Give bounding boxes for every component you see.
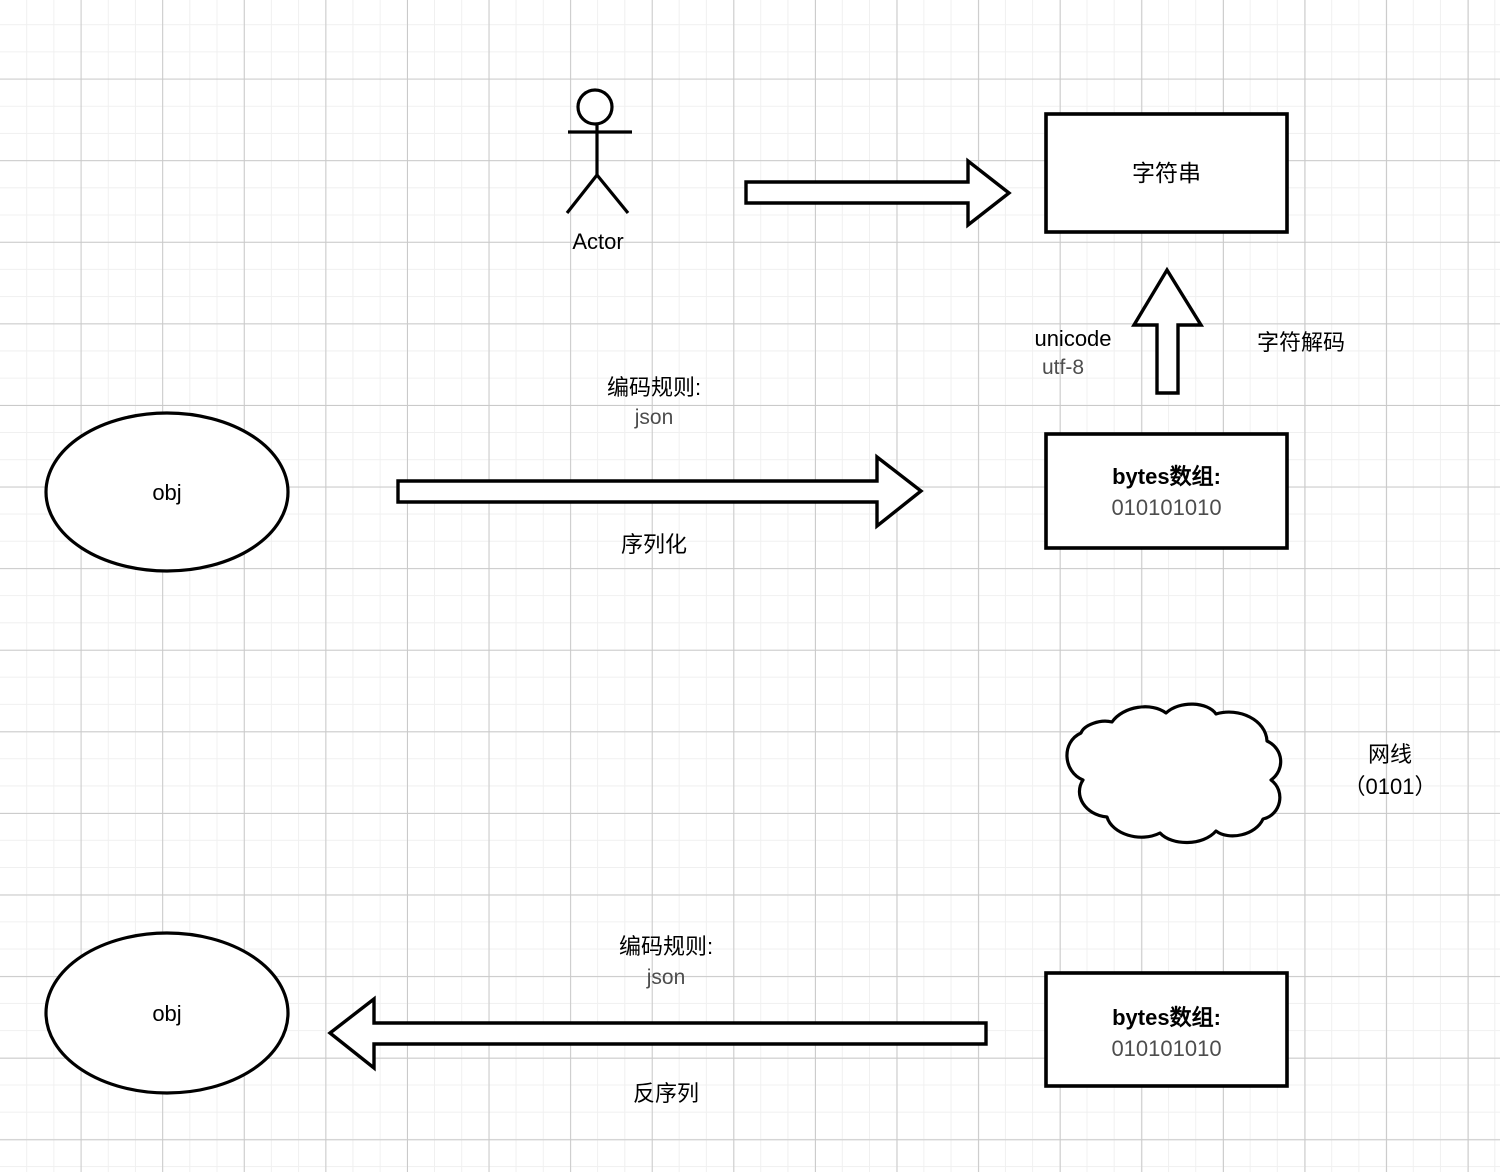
deserialize-encoding-rule-label: 编码规则: xyxy=(618,934,714,959)
actor-label: Actor xyxy=(572,229,624,254)
decode-action-label: 字符解码 xyxy=(1257,330,1346,355)
arrow-serialize xyxy=(396,453,924,530)
cloud-shape xyxy=(1065,702,1283,845)
bytes-box-top-value: 010101010 xyxy=(1111,495,1222,520)
network-cable-label: 网线 xyxy=(1367,742,1413,767)
arrow-decode-up xyxy=(1130,266,1205,395)
serialize-encoding-rule-label: 编码规则: xyxy=(606,375,702,400)
bytes-box-top-title: bytes数组: xyxy=(1112,464,1221,489)
bytes-box-bottom-value: 010101010 xyxy=(1111,1036,1222,1061)
decode-encoding-utf8-label: utf-8 xyxy=(1041,356,1085,379)
obj-ellipse-bottom-label: obj xyxy=(152,1001,182,1026)
deserialize-action-label: 反序列 xyxy=(632,1081,700,1106)
bytes-box-bottom-title: bytes数组: xyxy=(1112,1005,1221,1030)
arrow-actor-to-string xyxy=(744,157,1012,229)
network-cable-bits-label: （0101） xyxy=(1343,774,1437,799)
serialize-encoding-format-label: json xyxy=(634,406,674,429)
actor-figure xyxy=(565,88,632,215)
arrow-deserialize xyxy=(327,995,988,1072)
deserialize-encoding-format-label: json xyxy=(646,966,686,989)
obj-ellipse-top-label: obj xyxy=(152,480,182,505)
serialize-action-label: 序列化 xyxy=(620,532,688,557)
decode-encoding-unicode-label: unicode xyxy=(1034,326,1112,351)
string-box-label: 字符串 xyxy=(1132,160,1201,186)
